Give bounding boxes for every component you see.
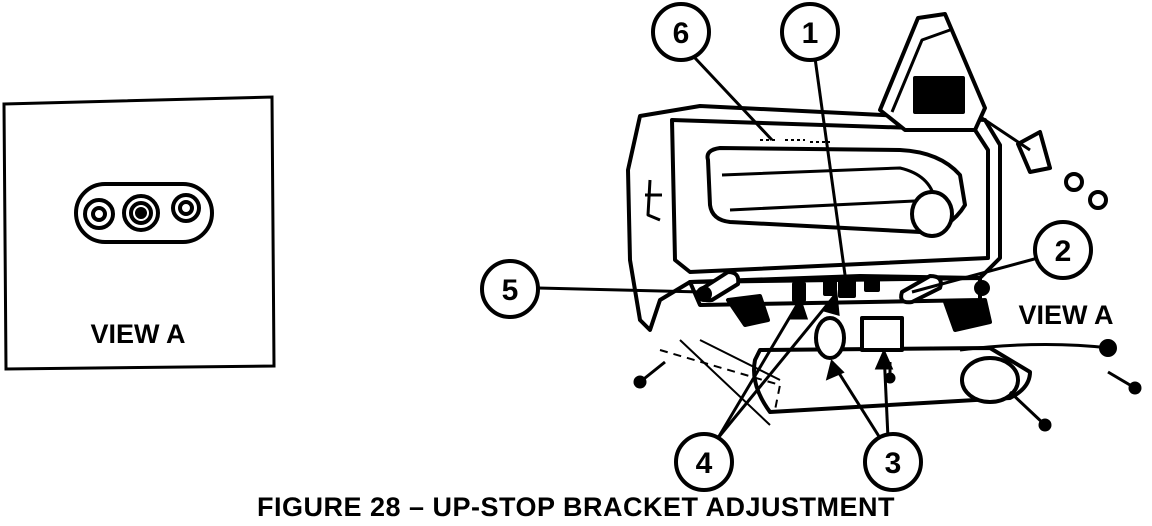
wing-nut-left bbox=[726, 294, 770, 327]
fastener-5 bbox=[696, 286, 712, 302]
leader-6 bbox=[693, 56, 774, 142]
callout-6: 6 bbox=[651, 2, 711, 62]
cable-end bbox=[1099, 339, 1117, 357]
callout-1: 1 bbox=[780, 2, 840, 62]
callout-2: 2 bbox=[1033, 220, 1093, 280]
lower-panel-end bbox=[960, 356, 1020, 404]
slot-mid bbox=[823, 280, 837, 296]
wing-nut-right bbox=[943, 298, 992, 332]
callout-3: 3 bbox=[863, 432, 923, 492]
slot-left bbox=[792, 282, 806, 302]
square-access-hole bbox=[860, 316, 904, 352]
leader-4b bbox=[716, 293, 838, 439]
door-assembly bbox=[626, 12, 1142, 432]
arrowhead-3a bbox=[825, 359, 845, 381]
hinge-nut bbox=[1064, 172, 1084, 192]
arrowhead-3b bbox=[874, 348, 894, 370]
fastener-2 bbox=[974, 280, 990, 296]
figure-caption: FIGURE 28 – UP-STOP BRACKET ADJUSTMENT bbox=[256, 492, 896, 522]
leader-4a bbox=[716, 299, 802, 439]
cable bbox=[959, 342, 1111, 352]
hidden-bracket bbox=[659, 349, 781, 411]
screws bbox=[633, 360, 1142, 432]
slot-right bbox=[864, 276, 880, 292]
hinge-line bbox=[981, 116, 1031, 152]
callout-2-label: 2 bbox=[1055, 235, 1072, 268]
view-a-label: VIEW A bbox=[1018, 300, 1113, 330]
arrowhead-4b bbox=[821, 290, 840, 317]
leader-5 bbox=[537, 286, 703, 294]
leader-2 bbox=[911, 256, 1039, 294]
pull-cup bbox=[910, 190, 954, 238]
callout-5: 5 bbox=[480, 259, 540, 319]
up-stop-bracket-detail bbox=[74, 182, 214, 244]
mirror-sail bbox=[913, 76, 965, 114]
callout-4-label: 4 bbox=[696, 447, 713, 480]
leader-lines bbox=[537, 56, 1039, 439]
hinge-bracket bbox=[1016, 130, 1052, 174]
speaker-grille bbox=[760, 139, 830, 143]
leader-1 bbox=[813, 57, 848, 283]
inset-view-a: VIEW A bbox=[2, 95, 276, 371]
hinge-washer bbox=[1088, 190, 1108, 210]
callout-6-label: 6 bbox=[673, 17, 690, 50]
leader-3a bbox=[830, 361, 882, 439]
bracket-line bbox=[679, 339, 781, 426]
inset-view-label: VIEW A bbox=[90, 319, 185, 349]
callout-3-label: 3 bbox=[885, 447, 902, 480]
glass-edge bbox=[890, 28, 951, 113]
bolt-1 bbox=[838, 278, 856, 298]
callout-5-label: 5 bbox=[502, 274, 519, 307]
callout-4: 4 bbox=[674, 432, 734, 492]
callout-1-label: 1 bbox=[802, 17, 819, 50]
door-edge bbox=[645, 179, 662, 222]
oval-access-hole bbox=[814, 316, 846, 360]
arrowhead-4a bbox=[787, 296, 809, 320]
